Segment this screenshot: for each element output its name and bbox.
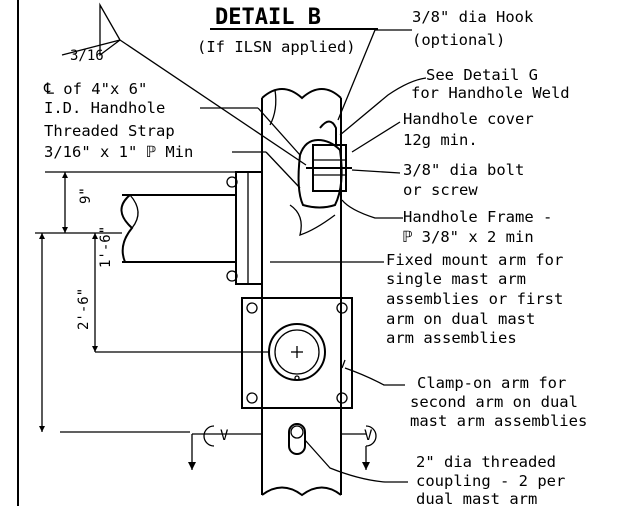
bolt-label: 3/8" dia bolt — [403, 161, 524, 179]
strap-label: Threaded Strap — [44, 122, 175, 140]
weld-symbol: 3/16 — [61, 2, 307, 166]
detail-subtitle: (If ILSN applied) — [197, 38, 356, 56]
coupling-label-2: coupling - 2 per — [416, 472, 565, 490]
clamp-on-arm — [241, 297, 353, 409]
section-letter-right: V — [364, 428, 373, 444]
cover-label: Handhole cover — [403, 110, 534, 128]
fixed-arm-label-2: single mast arm — [386, 270, 526, 288]
clamp-arm-label-3: mast arm assemblies — [410, 412, 587, 430]
cover-gauge-label: 12g min. — [403, 131, 478, 149]
dimension-lines — [35, 171, 270, 433]
handhole-center-label: ℄ of 4"x 6" — [43, 80, 147, 98]
detail-g-label: See Detail G — [426, 66, 538, 84]
hook — [319, 120, 337, 145]
fixed-arm-label-4: arm on dual mast — [386, 310, 535, 328]
weld-size-label: 3/16 — [70, 48, 104, 64]
clamp-arm-leader — [344, 367, 405, 386]
handhole-weld-label: for Handhole Weld — [411, 84, 570, 102]
bolt-leader — [351, 169, 401, 174]
dimension-1ft6in: 1'-6" — [98, 226, 114, 268]
coupling-label-3: dual mast arm — [416, 490, 537, 506]
threaded-coupling — [288, 423, 306, 455]
clamp-arm-label-1: Clamp-on arm for — [417, 374, 566, 392]
coupling-leader — [304, 439, 408, 483]
section-letter-left: V — [220, 428, 229, 444]
handhole-size-label: I.D. Handhole — [44, 99, 165, 117]
dimension-2ft6in: 2'-6" — [76, 288, 92, 330]
hook-label: 3/8" dia Hook — [412, 8, 534, 26]
fixed-arm-label-5: arm assemblies — [386, 329, 517, 347]
detail-g-leader — [339, 77, 427, 136]
fixed-mount-arm — [120, 171, 288, 285]
frame-label: Handhole Frame - — [403, 208, 552, 226]
coupling-label-1: 2" dia threaded — [416, 453, 556, 471]
section-marker-right: V — [341, 425, 377, 470]
detail-title: DETAIL B — [215, 5, 321, 30]
cover-leader — [351, 121, 401, 153]
strap-size-label: 3/16" x 1" ℙ Min — [44, 143, 193, 161]
hook-optional-label: (optional) — [412, 31, 505, 49]
fixed-arm-label-3: assemblies or first — [386, 290, 563, 308]
fixed-arm-label-1: Fixed mount arm for — [386, 251, 563, 269]
handhole — [289, 120, 352, 236]
clamp-arm-label-2: second arm on dual — [410, 393, 578, 411]
bolt-alt-label: or screw — [403, 181, 478, 199]
frame-size-label: ℙ 3/8" x 2 min — [403, 228, 534, 246]
dimension-9in: 9" — [78, 187, 94, 204]
section-marker-left: V — [188, 425, 262, 470]
frame-leader — [341, 199, 403, 219]
